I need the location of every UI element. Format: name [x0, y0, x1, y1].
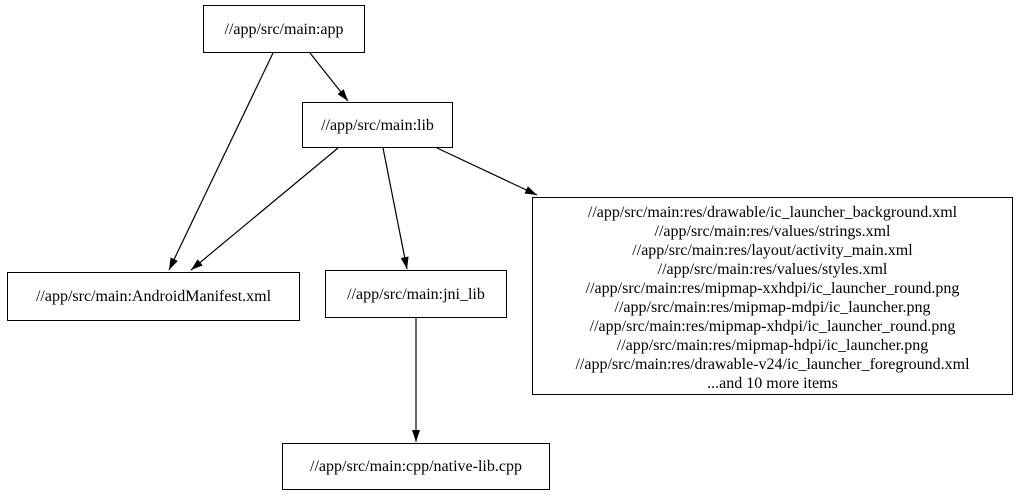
node-jni-lib: //app/src/main:jni_lib — [325, 270, 507, 318]
edge-lib-to-android-manifest — [190, 147, 339, 271]
node-res-group: //app/src/main:res/drawable/ic_launcher_… — [532, 197, 1013, 395]
node-app: //app/src/main:app — [203, 5, 365, 53]
node-app-label: //app/src/main:app — [224, 20, 344, 38]
res-group-line: //app/src/main:res/mipmap-xxhdpi/ic_laun… — [585, 280, 960, 297]
node-android-manifest-label: //app/src/main:AndroidManifest.xml — [35, 288, 272, 305]
res-group-line: //app/src/main:res/values/strings.xml — [654, 223, 891, 240]
edge-lib-to-jni-lib — [382, 147, 409, 270]
res-group-line: //app/src/main:res/mipmap-mdpi/ic_launch… — [614, 299, 931, 316]
res-group-more-items: ...and 10 more items — [707, 375, 838, 392]
edge-lib-to-res-group — [436, 147, 538, 196]
node-android-manifest: //app/src/main:AndroidManifest.xml — [7, 272, 300, 321]
node-native-cpp-label: //app/src/main:cpp/native-lib.cpp — [310, 458, 522, 475]
res-group-line: //app/src/main:res/mipmap-hdpi/ic_launch… — [616, 337, 929, 354]
edge-app-to-android-manifest — [168, 52, 274, 271]
node-lib: //app/src/main:lib — [302, 102, 453, 148]
res-group-line: //app/src/main:res/drawable/ic_launcher_… — [587, 204, 958, 221]
res-group-line: //app/src/main:res/values/styles.xml — [657, 261, 888, 278]
node-lib-label: //app/src/main:lib — [321, 116, 434, 134]
node-native-cpp: //app/src/main:cpp/native-lib.cpp — [282, 443, 550, 490]
node-jni-lib-label: //app/src/main:jni_lib — [347, 285, 485, 303]
res-group-line: //app/src/main:res/drawable-v24/ic_launc… — [575, 356, 970, 373]
edge-app-to-lib — [309, 52, 349, 102]
res-group-line: //app/src/main:res/mipmap-xhdpi/ic_launc… — [589, 318, 956, 335]
res-group-line: //app/src/main:res/layout/activity_main.… — [632, 242, 913, 259]
